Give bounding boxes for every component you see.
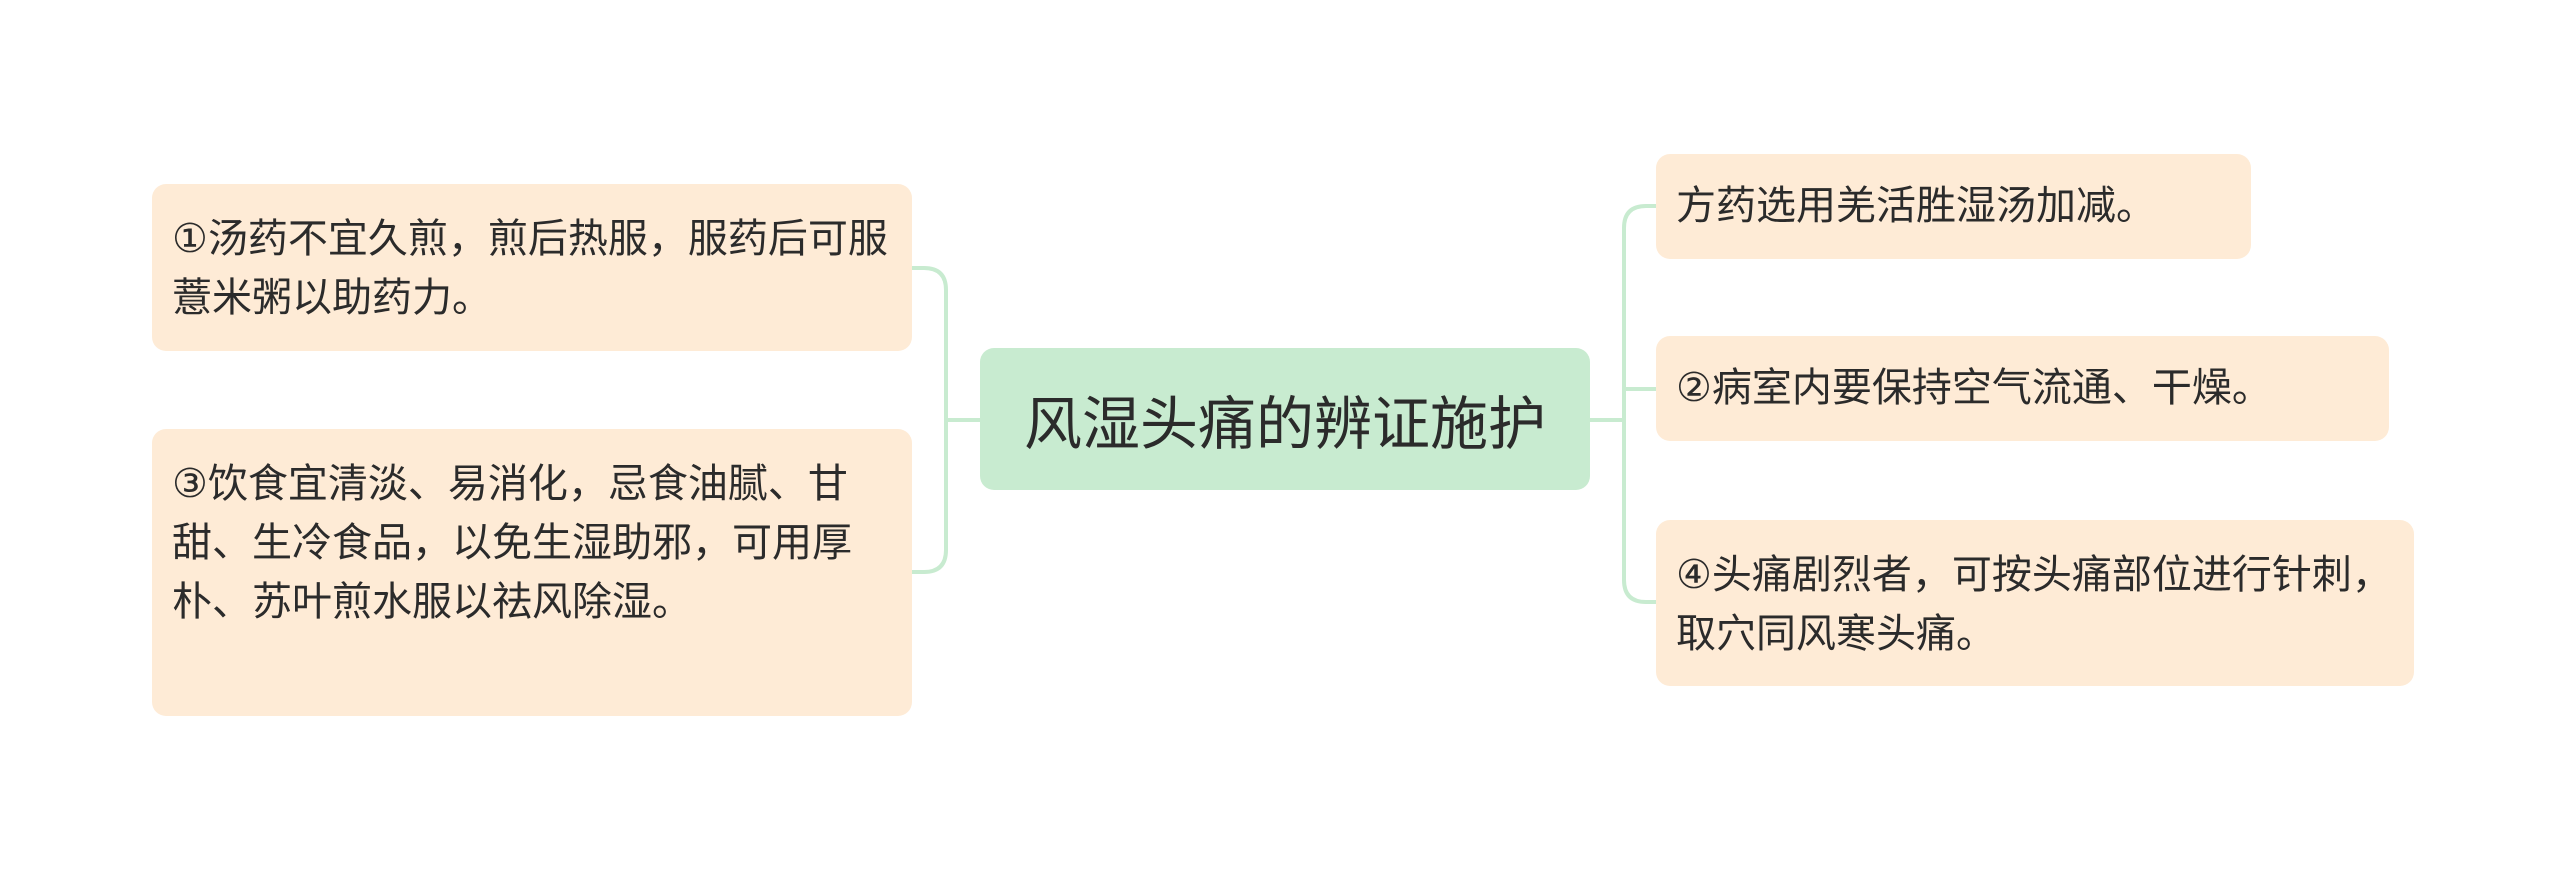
branch-node-label: ③饮食宜清淡、易消化，忌食油腻、甘甜、生冷食品，以免生湿助邪，可用厚朴、苏叶煎水…	[172, 461, 852, 625]
branch-node-label: ②病室内要保持空气流通、干燥。	[1676, 365, 2272, 411]
branch-node-label: ④头痛剧烈者，可按头痛部位进行针刺，取穴同风寒头痛。	[1676, 552, 2392, 657]
branch-node-diet[interactable]: ③饮食宜清淡、易消化，忌食油腻、甘甜、生冷食品，以免生湿助邪，可用厚朴、苏叶煎水…	[152, 429, 912, 716]
connector-left-branch-3	[910, 418, 948, 574]
connector-right-branch-top	[1622, 204, 1658, 422]
branch-node-ward-ventilation[interactable]: ②病室内要保持空气流通、干燥。	[1656, 336, 2389, 441]
central-topic-label: 风湿头痛的辨证施护	[1023, 390, 1546, 458]
branch-node-label: ①汤药不宜久煎，煎后热服，服药后可服薏米粥以助药力。	[172, 216, 888, 321]
branch-node-prescription[interactable]: 方药选用羌活胜湿汤加减。	[1656, 154, 2251, 259]
branch-node-label: 方药选用羌活胜湿汤加减。	[1676, 183, 2156, 229]
central-topic[interactable]: 风湿头痛的辨证施护	[980, 348, 1590, 490]
connector-right-branch-4	[1622, 418, 1658, 604]
connector-left-branch-1	[910, 266, 948, 422]
branch-node-acupuncture[interactable]: ④头痛剧烈者，可按头痛部位进行针刺，取穴同风寒头痛。	[1656, 520, 2414, 686]
branch-node-decoction[interactable]: ①汤药不宜久煎，煎后热服，服药后可服薏米粥以助药力。	[152, 184, 912, 351]
